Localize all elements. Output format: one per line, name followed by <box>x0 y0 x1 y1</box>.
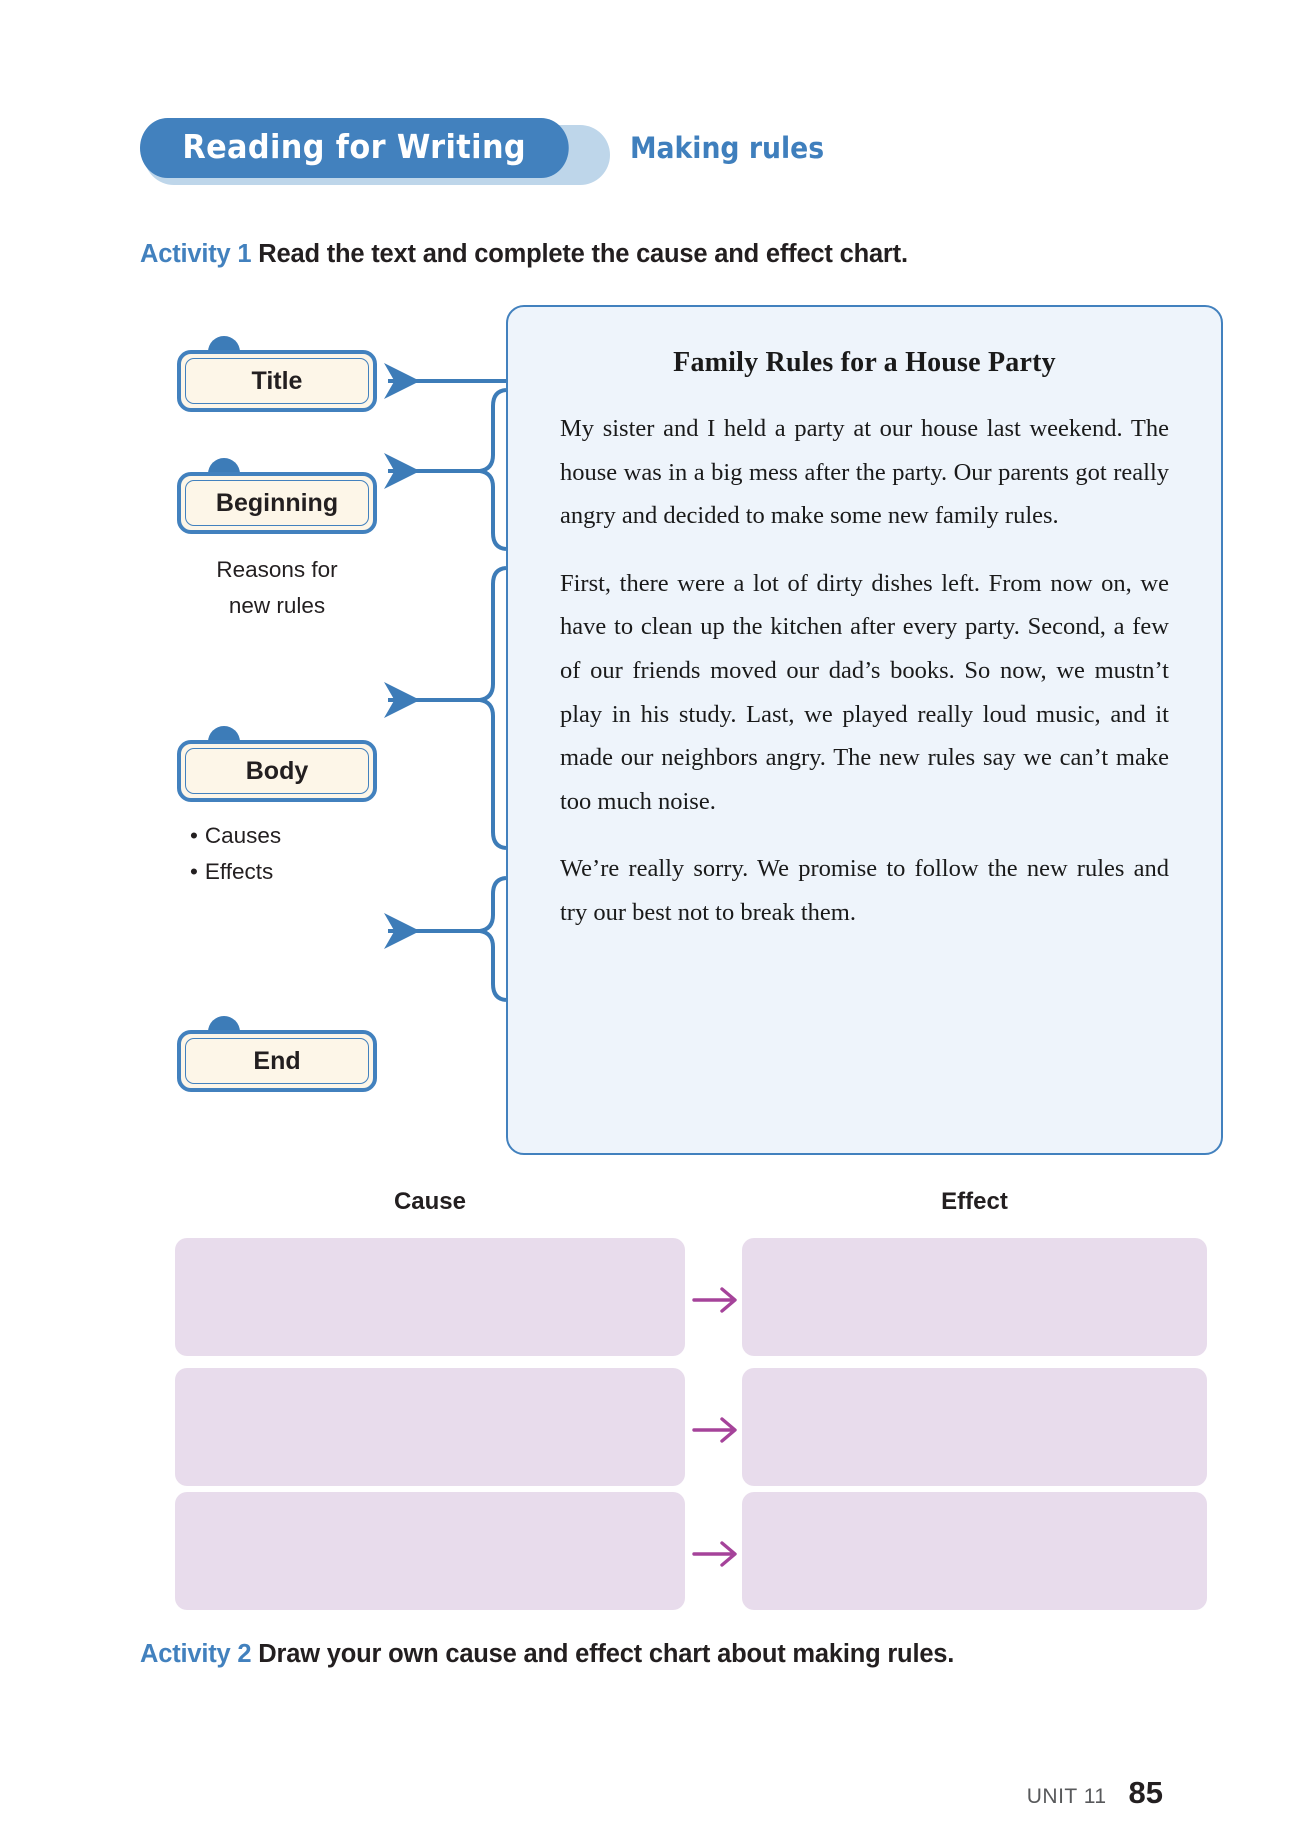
page-header: Reading for Writing Making rules <box>140 118 841 185</box>
arrow-right-icon <box>692 1541 737 1567</box>
flow-label-title: Title <box>177 350 377 412</box>
column-header-cause: Cause <box>393 1188 467 1215</box>
bullet-icon: • <box>190 823 198 848</box>
flow-tab-body <box>208 726 240 742</box>
reading-passage: Family Rules for a House Party My sister… <box>506 305 1223 1155</box>
flow-label-end-text: End <box>253 1046 301 1075</box>
effect-input-box[interactable] <box>742 1492 1207 1610</box>
flow-subtext-beginning-line2: new rules <box>228 593 326 618</box>
column-header-effect: Effect <box>941 1188 1008 1215</box>
list-item: •Effects <box>190 854 281 890</box>
list-item: •Causes <box>190 818 281 854</box>
brace-beginning-icon <box>479 388 507 551</box>
activity-1-instruction: Read the text and complete the cause and… <box>258 240 908 268</box>
effect-input-box[interactable] <box>742 1368 1207 1486</box>
flow-tab-end <box>208 1016 240 1032</box>
footer-unit-label: UNIT 11 <box>1026 1785 1107 1808</box>
flow-label-end: End <box>177 1030 377 1092</box>
activity-1-tag: Activity 1 <box>140 240 252 268</box>
effect-input-box[interactable] <box>742 1238 1207 1356</box>
flow-bullets-body: •Causes •Effects <box>190 818 281 890</box>
activity-2-heading: Activity 2 Draw your own cause and effec… <box>140 1640 954 1669</box>
bullet-icon: • <box>190 859 198 884</box>
passage-paragraph-1: My sister and I held a party at our hous… <box>560 415 1169 530</box>
section-subtitle: Making rules <box>629 131 824 165</box>
arrow-right-icon <box>692 1417 737 1443</box>
passage-title: Family Rules for a House Party <box>673 347 1056 378</box>
flow-connectors <box>384 363 507 1002</box>
flow-tab-title <box>208 336 240 352</box>
flow-tab-beginning <box>208 458 240 474</box>
flow-label-body-text: Body <box>245 756 309 785</box>
cause-input-box[interactable] <box>175 1368 685 1486</box>
section-banner-label: Reading for Writing <box>140 118 569 178</box>
passage-paragraph-2: First, there were a lot of dirty dishes … <box>560 569 1169 815</box>
section-banner: Reading for Writing <box>140 118 610 185</box>
activity-1-heading: Activity 1 Read the text and complete th… <box>140 240 908 269</box>
flow-subtext-beginning: Reasons for new rules <box>172 552 382 624</box>
flow-label-title-text: Title <box>251 366 303 395</box>
cause-input-box[interactable] <box>175 1238 685 1356</box>
activity-2-tag: Activity 2 <box>140 1640 252 1668</box>
flow-label-body: Body <box>177 740 377 802</box>
page-footer: UNIT 11 85 <box>1027 1775 1163 1811</box>
brace-end-icon <box>479 876 507 1002</box>
page-number: 85 <box>1128 1775 1163 1810</box>
activity-2-instruction: Draw your own cause and effect chart abo… <box>258 1640 955 1668</box>
flow-label-beginning: Beginning <box>177 472 377 534</box>
flow-label-beginning-text: Beginning <box>215 488 339 517</box>
brace-body-icon <box>479 566 507 850</box>
flow-bullet-causes: Causes <box>204 823 282 848</box>
cause-input-box[interactable] <box>175 1492 685 1610</box>
arrow-right-icon <box>692 1287 737 1313</box>
flow-subtext-beginning-line1: Reasons for <box>216 557 338 582</box>
flow-bullet-effects: Effects <box>204 859 274 884</box>
passage-paragraph-3: We’re really sorry. We promise to follow… <box>560 855 1169 927</box>
